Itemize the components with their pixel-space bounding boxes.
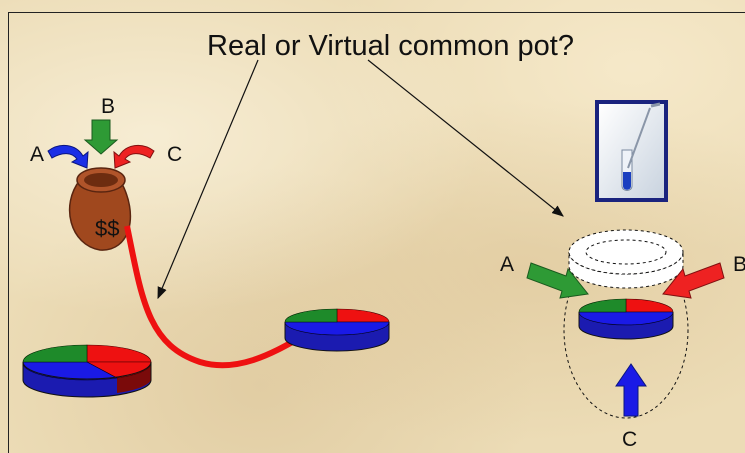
pointer-to-real-pot <box>157 59 259 300</box>
pointer-to-virtual-pot <box>367 59 564 217</box>
money-pot-icon <box>68 179 132 251</box>
virtual-pot-group: A B C <box>500 100 745 451</box>
green-arrow-a <box>526 262 589 299</box>
red-arrow-b <box>662 262 725 299</box>
slide-frame <box>8 12 745 453</box>
money-label: $$ <box>95 216 119 241</box>
blue-arrow-a <box>47 144 89 169</box>
label-b-left: B <box>101 95 115 118</box>
blue-arrow-c <box>615 363 647 417</box>
label-b-right: B <box>733 253 745 276</box>
slide-title: Real or Virtual common pot? <box>207 30 574 62</box>
label-a-right: A <box>500 253 514 276</box>
pie-middle <box>284 308 390 352</box>
green-arrow-b <box>83 119 119 155</box>
real-pot-group: $$ B A C <box>30 95 322 369</box>
transfer-arrow <box>124 225 307 369</box>
label-a-left: A <box>30 143 44 166</box>
red-arrow-c <box>113 144 155 169</box>
pie-left-large <box>22 344 152 398</box>
label-c-right: C <box>622 428 637 451</box>
pie-right <box>578 312 674 340</box>
label-c-left: C <box>167 143 182 166</box>
